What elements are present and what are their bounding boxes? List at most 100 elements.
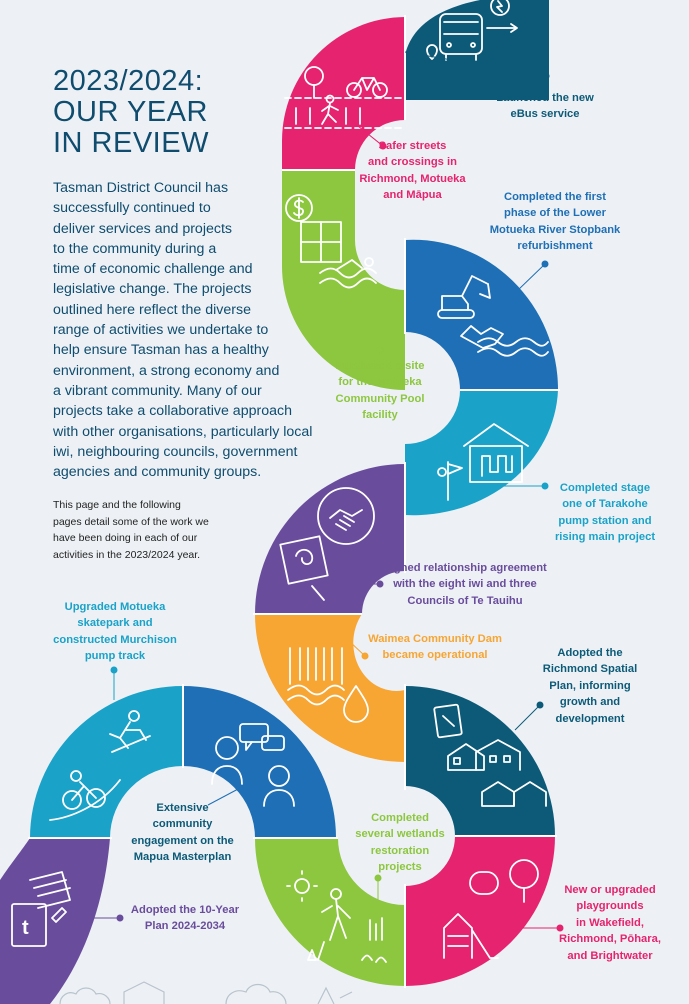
wetland-icon [286,870,387,963]
caption-safer-streets: Safer streets and crossings in Richmond,… [350,138,475,204]
intro-line: range of activities we undertake to [53,322,269,339]
caption-line: for the Motueka [338,376,422,389]
caption-10-year-plan: Adopted the 10-Year Plan 2024-2034 [120,902,250,935]
caption-line: refurbishment [517,240,593,253]
intro-line: Tasman District Council has [53,180,229,196]
intro-line: a vibrant community. Many of our [53,382,262,399]
street-crossing-icon [284,66,403,129]
caption-line: Safer streets [378,140,447,152]
caption-line: engagement on the [131,834,234,847]
caption-line: Completed stage [559,482,651,494]
caption-line: projects [378,861,422,874]
segment-stopbank [405,239,559,390]
note-line: activities in the 2023/2024 year. [53,548,201,561]
caption-line: rising main project [554,531,656,544]
caption-playgrounds: New or upgraded playgrounds in Wakefield… [540,882,680,964]
caption-line: one of Tarakohe [562,498,648,511]
caption-line: growth and [559,696,621,709]
intro-line: with other organisations, particularly l… [53,423,313,440]
segment-mapua-engagement [183,686,336,838]
segment-tarakohe [405,390,558,516]
segment-waimea-dam [255,614,405,762]
caption-waimea-dam: Waimea Community Dam became operational [355,631,515,664]
houses-icon [433,703,547,807]
caption-line: constructed Murchison [53,633,177,646]
caption-line: restoration [370,844,430,857]
caption-line: phase of the Lower [504,207,606,220]
caption-line: Waimea Community Dam [368,633,502,645]
swimming-pool-icon [285,194,377,289]
note-paragraph: This page and the following pages detail… [53,497,253,563]
ebus-icon [426,0,518,61]
caption-wetlands: Completed several wetlands restoration p… [340,810,460,876]
title-line: IN REVIEW [53,127,209,159]
caption-line: Signed relationship agreement [383,562,547,574]
caption-ebus: Launched the new eBus service [470,90,620,123]
skyline-decoration [59,981,353,1004]
playground-icon [443,859,539,959]
intro-line: successfully continued to [53,200,211,217]
intro-line: time of economic challenge and [53,261,253,278]
excavator-icon [437,275,549,357]
caption-line: became operational [382,649,488,662]
caption-line: and Māpua [383,189,442,202]
caption-line: Launched the new [496,92,594,104]
intro-paragraph: Tasman District Council has successfully… [53,178,328,482]
intro-line: environment, a strong economy and [53,362,280,379]
caption-line: Completed the first [504,191,606,203]
caption-line: skatepark and [77,617,153,630]
note-line: This page and the following [53,499,181,511]
title-line: 2023/2024: [53,65,204,97]
note-line: have been doing in each of our [53,532,198,544]
caption-line: and crossings in [368,156,457,169]
handshake-icon [279,487,375,601]
caption-line: eBus service [510,108,580,121]
caption-line: Adopted the 10-Year [130,904,240,916]
caption-line: New or upgraded [564,884,656,896]
caption-line: Richmond, Pōhara, [559,933,661,946]
pump-station-icon [437,423,529,501]
segment-spatial-plan [405,686,555,836]
caption-line: in Wakefield, [576,916,644,929]
svg-text:t: t [22,917,29,939]
segment-skatepark [30,686,183,838]
caption-line: Extensive [156,802,209,814]
caption-tarakohe: Completed stage one of Tarakohe pump sta… [535,480,675,546]
intro-line: legislative change. The projects [53,281,252,298]
intro-line: projects take a collaborative approach [53,403,292,420]
caption-skatepark: Upgraded Motueka skatepark and construct… [45,599,185,665]
intro-line: to the community during a [53,240,217,257]
intro-line: iwi, neighbouring councils, government [53,443,298,460]
plan-documents-icon: t [11,871,71,947]
caption-line: Motueka River Stopbank [489,223,621,236]
intro-line: outlined here reflect the diverse [53,301,251,318]
page-title: 2023/2024: OUR YEAR IN REVIEW [53,66,209,159]
caption-line: Richmond Spatial [542,663,638,676]
caption-line: pump track [84,650,146,663]
caption-pool-site: Purchased a site for the Motueka Communi… [320,358,440,424]
segment-pool-site [282,170,405,390]
skatepark-icon [49,710,151,821]
segment-safer-streets [282,17,405,170]
caption-line: Community Pool [335,392,425,405]
segment-wetlands [255,838,405,986]
intro-line: deliver services and projects [53,220,232,237]
caption-line: Plan 2024-2034 [144,920,226,933]
intro-line: agencies and community groups. [53,464,262,481]
dam-icon [287,647,369,723]
segment-dividers [28,15,560,988]
community-engagement-icon [211,723,295,807]
note-line: pages detail some of the work we [53,515,209,528]
caption-line: Purchased a site [335,360,425,372]
caption-line: Mapua Masterplan [133,851,232,864]
caption-line: facility [362,409,398,422]
caption-line: several wetlands [355,828,445,841]
caption-line: and Brightwater [567,949,653,962]
caption-line: Richmond, Motueka [359,172,466,185]
caption-mapua-engagement: Extensive community engagement on the Ma… [120,800,245,866]
leader-lines [84,51,564,932]
caption-line: Upgraded Motueka [64,601,166,613]
caption-line: playgrounds [576,900,644,913]
caption-line: pump station and [558,514,652,527]
